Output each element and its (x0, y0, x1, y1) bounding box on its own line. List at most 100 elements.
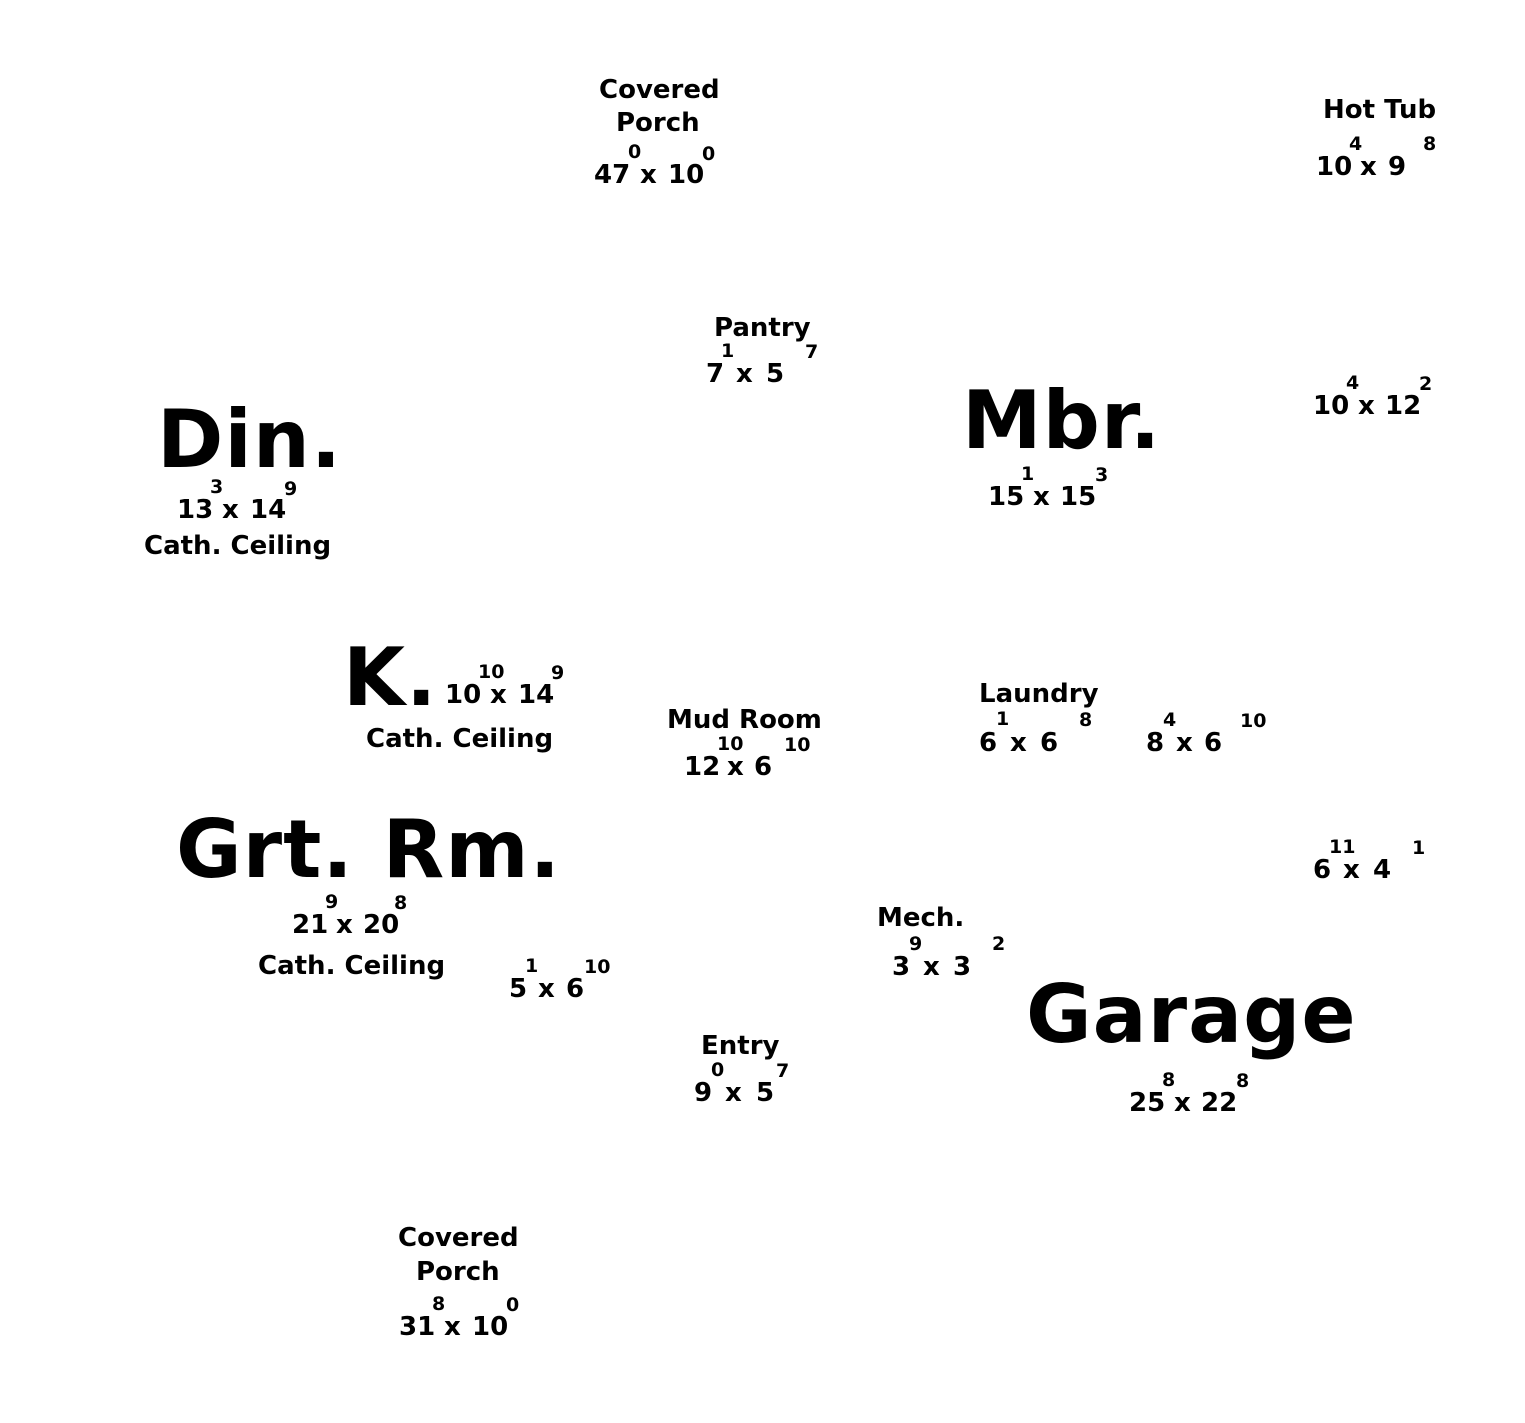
dim-separator: x (727, 752, 744, 782)
dim-depth-feet: 5 (766, 359, 785, 389)
dim-width-inches: 9 (325, 891, 339, 913)
dim-separator: x (923, 952, 940, 982)
room-name: Grt. Rm. (176, 803, 561, 896)
dim-depth-inches: 9 (551, 662, 565, 684)
room-name-line1: Covered (398, 1223, 519, 1253)
dim-width-inches: 3 (210, 476, 224, 498)
dim-depth-feet: 10 (472, 1312, 509, 1342)
dim-separator: x (1033, 482, 1050, 512)
dim-depth-feet: 14 (250, 495, 287, 525)
room-name: Mud Room (667, 705, 822, 735)
dim-separator: x (640, 160, 657, 190)
room-name: Mech. (877, 903, 965, 933)
dim-separator: x (1010, 728, 1027, 758)
dim-separator: x (1176, 728, 1193, 758)
room-name: K. (343, 631, 438, 724)
dim-depth-feet: 14 (518, 680, 555, 710)
dim-depth-inches: 0 (506, 1294, 520, 1316)
dim-depth-feet: 4 (1373, 855, 1392, 885)
dim-width-feet: 10 (1313, 391, 1350, 421)
dim-width-feet: 5 (509, 974, 528, 1004)
dim-separator: x (725, 1078, 742, 1108)
room-name-line2: Porch (616, 108, 700, 138)
dim-separator: x (222, 495, 239, 525)
dim-depth-feet: 3 (953, 952, 972, 982)
dim-width-feet: 13 (177, 495, 214, 525)
dim-width-feet: 47 (594, 160, 631, 190)
ceiling-note: Cath. Ceiling (366, 724, 554, 754)
room-name: Din. (157, 393, 343, 486)
dim-width-feet: 21 (292, 910, 329, 940)
dim-depth-inches: 7 (776, 1060, 790, 1082)
dim-width-feet: 7 (706, 359, 725, 389)
dim-separator: x (490, 680, 507, 710)
ceiling-note: Cath. Ceiling (258, 951, 446, 981)
dim-depth-inches: 10 (784, 734, 811, 756)
dim-depth-feet: 6 (1040, 728, 1059, 758)
dim-depth-inches: 2 (992, 933, 1006, 955)
room-name: Hot Tub (1323, 95, 1437, 125)
dim-width-feet: 12 (684, 752, 721, 782)
dim-depth-inches: 2 (1419, 373, 1433, 395)
dim-width-inches: 1 (996, 708, 1010, 730)
room-name-line2: Porch (416, 1257, 500, 1287)
dim-width-inches: 10 (717, 733, 744, 755)
dim-width-inches: 11 (1329, 836, 1356, 858)
dim-width-inches: 8 (432, 1293, 446, 1315)
dim-depth-feet: 9 (1388, 152, 1407, 182)
dim-depth-feet: 5 (756, 1078, 775, 1108)
dim-width-inches: 4 (1349, 133, 1363, 155)
dim-width-feet: 10 (445, 680, 482, 710)
dim-width-inches: 0 (711, 1059, 725, 1081)
dim-depth-feet: 12 (1385, 391, 1422, 421)
dim-width-feet: 8 (1146, 728, 1165, 758)
room-name: Garage (1026, 968, 1357, 1061)
room-name: Laundry (979, 679, 1099, 709)
dim-width-feet: 9 (694, 1078, 713, 1108)
dim-width-inches: 9 (909, 933, 923, 955)
dim-separator: x (336, 910, 353, 940)
dim-width-feet: 31 (399, 1312, 436, 1342)
room-name: Pantry (714, 313, 811, 343)
dim-width-feet: 3 (892, 952, 911, 982)
room-name-line1: Covered (599, 75, 720, 105)
dim-depth-inches: 10 (1240, 710, 1267, 732)
dim-depth-inches: 8 (394, 892, 408, 914)
dim-depth-inches: 3 (1095, 464, 1109, 486)
dim-depth-feet: 22 (1201, 1088, 1238, 1118)
dim-separator: x (736, 359, 753, 389)
dim-separator: x (444, 1312, 461, 1342)
dim-depth-inches: 9 (284, 478, 298, 500)
dim-width-inches: 4 (1163, 709, 1177, 731)
dim-width-inches: 1 (721, 340, 735, 362)
dim-depth-inches: 8 (1236, 1070, 1250, 1092)
dim-depth-feet: 6 (1204, 728, 1223, 758)
dim-width-inches: 0 (628, 141, 642, 163)
dim-width-inches: 4 (1346, 372, 1360, 394)
dim-separator: x (538, 974, 555, 1004)
dim-depth-feet: 6 (754, 752, 773, 782)
dim-depth-inches: 8 (1079, 709, 1093, 731)
dim-depth-feet: 15 (1060, 482, 1097, 512)
dim-width-feet: 25 (1129, 1088, 1166, 1118)
dim-separator: x (1343, 855, 1360, 885)
dim-depth-inches: 0 (702, 143, 716, 165)
dim-width-feet: 6 (979, 728, 998, 758)
dim-width-inches: 8 (1162, 1069, 1176, 1091)
dim-separator: x (1174, 1088, 1191, 1118)
dim-width-feet: 10 (1316, 152, 1353, 182)
dim-width-feet: 6 (1313, 855, 1332, 885)
room-name: Entry (701, 1031, 780, 1061)
dim-width-inches: 10 (478, 661, 505, 683)
dim-separator: x (1360, 152, 1377, 182)
ceiling-note: Cath. Ceiling (144, 531, 332, 561)
dim-depth-inches: 8 (1423, 133, 1437, 155)
dim-depth-feet: 6 (566, 974, 585, 1004)
dim-width-inches: 1 (1021, 463, 1035, 485)
dim-depth-inches: 10 (584, 956, 611, 978)
dim-width-feet: 15 (988, 482, 1025, 512)
dim-separator: x (1358, 391, 1375, 421)
dim-width-inches: 1 (525, 955, 539, 977)
dim-depth-inches: 1 (1412, 837, 1426, 859)
